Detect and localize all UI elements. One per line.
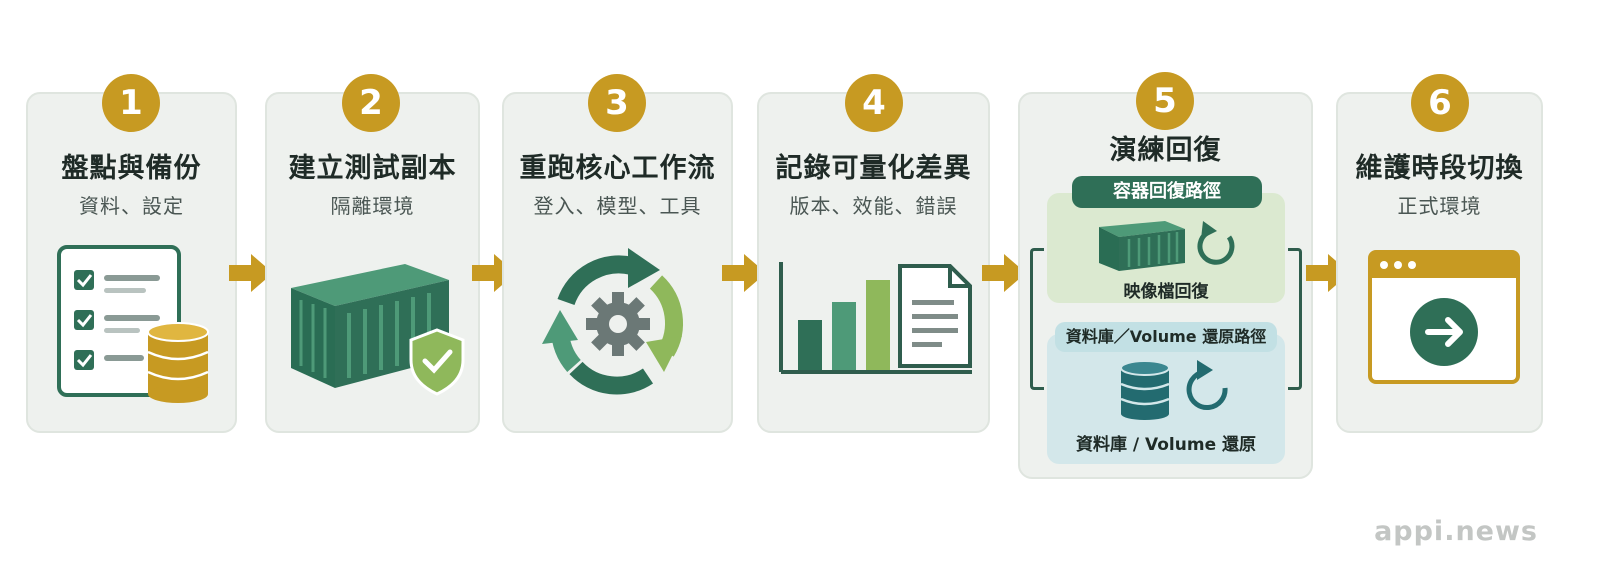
left-bracket bbox=[1030, 248, 1044, 390]
step-title: 維護時段切換 bbox=[1355, 153, 1524, 184]
step-number-badge: 4 bbox=[845, 74, 903, 132]
step-subtitle: 正式環境 bbox=[1397, 194, 1482, 218]
database-restore-panel: 資料庫 / Volume 還原 bbox=[1047, 334, 1285, 464]
step-number-badge: 1 bbox=[102, 74, 160, 132]
flow-arrow-icon bbox=[722, 254, 766, 292]
step-title: 盤點與備份 bbox=[61, 153, 202, 184]
step-subtitle: 資料、設定 bbox=[79, 194, 184, 218]
cycle-gear-icon bbox=[542, 248, 683, 395]
flow-arrow-icon bbox=[229, 254, 273, 292]
container-restore-panel: 映像檔回復 bbox=[1047, 193, 1285, 303]
right-bracket bbox=[1288, 248, 1302, 390]
step-number-badge: 6 bbox=[1411, 74, 1469, 132]
step-subtitle: 隔離環境 bbox=[330, 194, 415, 218]
database-restore-icon bbox=[1120, 360, 1228, 420]
container-shield-icon bbox=[291, 264, 465, 396]
container-restore-icon bbox=[1099, 221, 1235, 271]
bar-chart-document-icon bbox=[779, 262, 972, 374]
step-title: 重跑核心工作流 bbox=[519, 153, 716, 184]
database-restore-caption: 資料庫 / Volume 還原 bbox=[1075, 435, 1257, 455]
checklist-database-icon bbox=[57, 245, 209, 403]
container-restore-path-label: 容器回復路徑 bbox=[1072, 176, 1262, 208]
watermark: appi.news bbox=[1374, 516, 1538, 547]
step-title: 記錄可量化差異 bbox=[775, 153, 972, 184]
step-card-4 bbox=[757, 92, 990, 433]
flow-arrow-icon bbox=[982, 254, 1026, 292]
step-subtitle: 版本、效能、錯誤 bbox=[789, 194, 958, 218]
step-subtitle: 登入、模型、工具 bbox=[533, 194, 702, 218]
step-number-badge: 3 bbox=[588, 74, 646, 132]
container-restore-caption: 映像檔回復 bbox=[1123, 282, 1209, 302]
database-restore-path-label: 資料庫／Volume 還原路徑 bbox=[1055, 322, 1277, 352]
step-number-badge: 2 bbox=[342, 74, 400, 132]
browser-window-arrow-icon bbox=[1368, 250, 1520, 384]
step-number-badge: 5 bbox=[1136, 72, 1194, 130]
step-title: 建立測試副本 bbox=[288, 153, 457, 184]
step-title: 演練回復 bbox=[1109, 135, 1222, 166]
